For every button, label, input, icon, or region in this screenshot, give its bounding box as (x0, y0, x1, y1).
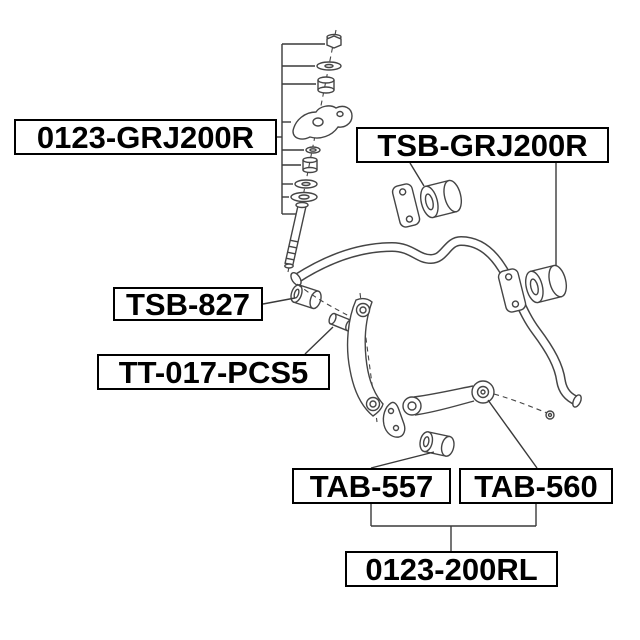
connector-tree (370, 504, 537, 551)
callout-bracket-left (277, 43, 325, 215)
part-label-pin-kit: TT-017-PCS5 (97, 354, 330, 390)
stabilizer-bushing-bracket-right (497, 264, 568, 313)
part-label-stabilizer-bushing: TSB-GRJ200R (356, 127, 609, 163)
part-label-front-stabilizer-link: 0123-GRJ200R (14, 119, 277, 155)
part-label-rear-control-rod: 0123-200RL (345, 551, 558, 587)
stabilizer-bar (290, 235, 582, 408)
stabilizer-link-exploded-parts (284, 33, 353, 269)
part-label-arm-bushing-small: TAB-557 (292, 468, 451, 504)
vertical-link-arm (296, 283, 384, 423)
part-label-arm-bushing-large: TAB-560 (459, 468, 613, 504)
leader-lines (262, 162, 557, 469)
link-bushing-part (290, 284, 322, 310)
lower-arm-assembly (382, 380, 555, 457)
stabilizer-bushing-bracket-left (391, 179, 463, 228)
part-label-link-bushing: TSB-827 (113, 287, 263, 321)
